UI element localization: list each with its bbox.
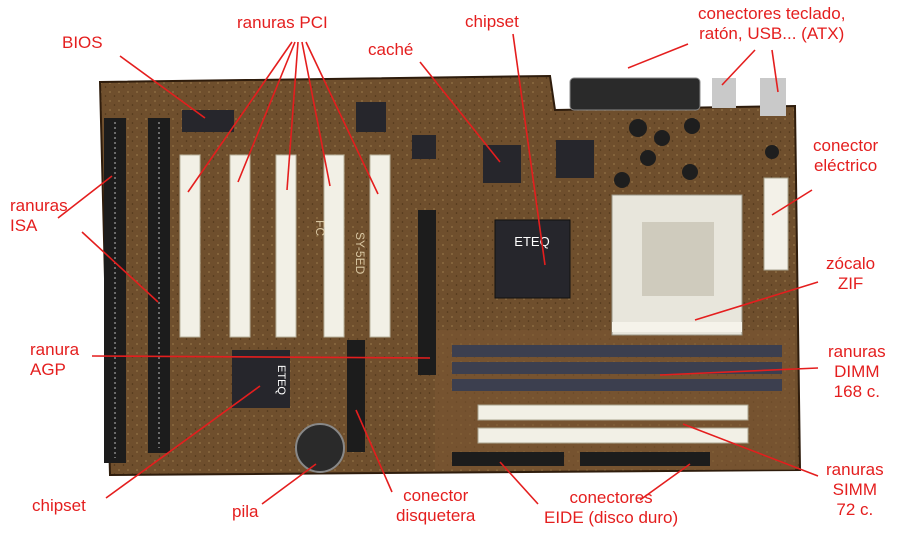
label-zif-line2: ZIF xyxy=(826,274,875,294)
label-power-connector: conector eléctrico xyxy=(813,136,878,176)
ic-chip xyxy=(556,140,594,178)
label-agp-line2: AGP xyxy=(30,360,79,380)
usb-connector xyxy=(760,78,786,116)
label-chipset-top: chipset xyxy=(465,12,519,32)
eide-connector xyxy=(452,452,564,466)
isa-slot xyxy=(104,118,126,463)
main-chipset-text: ETEQ xyxy=(514,234,549,249)
label-isa-line2: ISA xyxy=(10,216,68,236)
label-battery: pila xyxy=(232,502,258,522)
pci-slot xyxy=(276,155,296,337)
label-chipset-bottom: chipset xyxy=(32,496,86,516)
cache-chip xyxy=(483,145,521,183)
main-chipset xyxy=(495,220,570,298)
label-dimm-slots: ranuras DIMM 168 c. xyxy=(828,342,886,402)
label-floppy-connector: conector disquetera xyxy=(396,486,475,526)
label-bios: BIOS xyxy=(62,33,103,53)
label-eide-connectors: conectores EIDE (disco duro) xyxy=(544,488,678,528)
dimm-slots xyxy=(452,345,782,391)
label-simm-slots: ranuras SIMM 72 c. xyxy=(826,460,884,520)
label-floppy-line1: conector xyxy=(396,486,475,506)
simm-slot xyxy=(478,428,748,443)
label-floppy-line2: disquetera xyxy=(396,506,475,526)
battery xyxy=(296,424,344,472)
label-isa-slots: ranuras ISA xyxy=(10,196,68,236)
label-simm-line1: ranuras xyxy=(826,460,884,480)
capacitor xyxy=(684,118,700,134)
ic-chip xyxy=(356,102,386,132)
pci-slot xyxy=(230,155,250,337)
bios-chip xyxy=(182,110,234,132)
label-atx-line1: conectores teclado, xyxy=(698,4,845,24)
agp-slot xyxy=(418,210,436,375)
label-zif-socket: zócalo ZIF xyxy=(826,254,875,294)
secondary-chipset-text: ETEQ xyxy=(275,365,287,395)
dimm-slot xyxy=(452,379,782,391)
label-atx-line2: ratón, USB... (ATX) xyxy=(698,24,845,44)
label-dimm-line3: 168 c. xyxy=(828,382,886,402)
silkscreen-model: SY-5ED xyxy=(353,232,367,275)
label-power-line2: eléctrico xyxy=(813,156,878,176)
ic-chip xyxy=(412,135,436,159)
eide-connector xyxy=(580,452,710,466)
silkscreen-fc: FC xyxy=(313,220,327,236)
zif-socket-center xyxy=(642,222,714,296)
label-isa-line1: ranuras xyxy=(10,196,68,216)
db-connector xyxy=(570,78,700,110)
capacitor xyxy=(614,172,630,188)
label-dimm-line1: ranuras xyxy=(828,342,886,362)
zif-lever xyxy=(612,322,742,332)
label-simm-line3: 72 c. xyxy=(826,500,884,520)
pci-slot xyxy=(180,155,200,337)
capacitor xyxy=(654,130,670,146)
label-dimm-line2: DIMM xyxy=(828,362,886,382)
capacitor xyxy=(765,145,779,159)
label-cache: caché xyxy=(368,40,413,60)
capacitor xyxy=(682,164,698,180)
label-zif-line1: zócalo xyxy=(826,254,875,274)
label-agp-slot: ranura AGP xyxy=(30,340,79,380)
leader-line-atx xyxy=(628,44,688,68)
label-simm-line2: SIMM xyxy=(826,480,884,500)
pci-slot xyxy=(324,155,344,337)
label-agp-line1: ranura xyxy=(30,340,79,360)
capacitor xyxy=(629,119,647,137)
label-eide-line2: EIDE (disco duro) xyxy=(544,508,678,528)
dimm-slot xyxy=(452,345,782,357)
simm-slot xyxy=(478,405,748,420)
capacitor xyxy=(640,150,656,166)
leader-line-atx xyxy=(722,50,755,85)
label-pci-slots: ranuras PCI xyxy=(237,13,328,33)
label-eide-line1: conectores xyxy=(544,488,678,508)
power-connector xyxy=(764,178,788,270)
label-atx-connectors: conectores teclado, ratón, USB... (ATX) xyxy=(698,4,845,44)
label-power-line1: conector xyxy=(813,136,878,156)
